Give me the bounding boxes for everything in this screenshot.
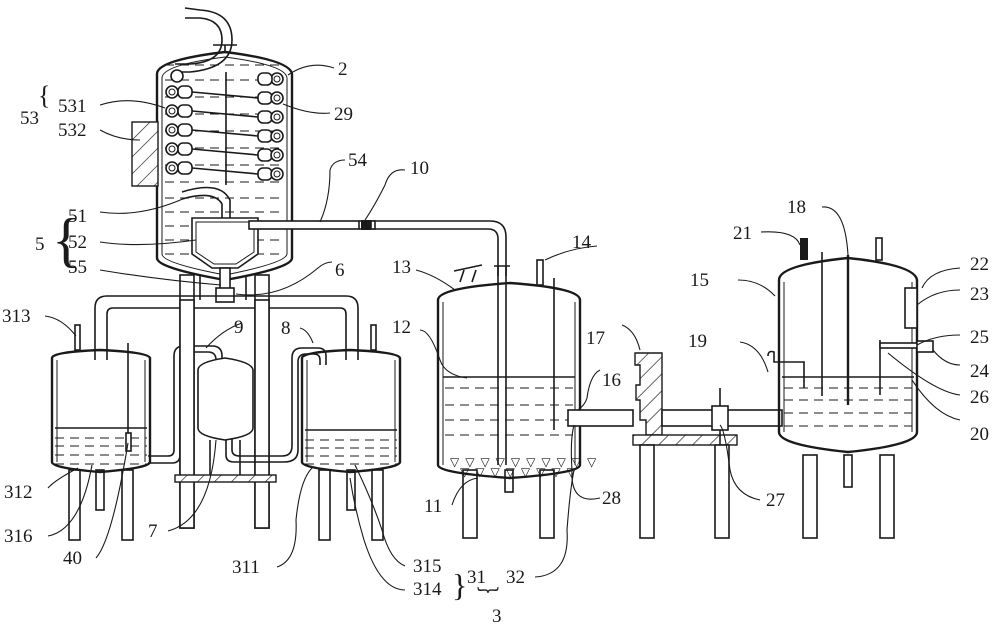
- label-31: 31: [467, 567, 486, 588]
- pump-tank: [175, 300, 326, 528]
- label-15: 15: [690, 270, 709, 291]
- receiving-tank-right: [302, 325, 400, 540]
- label-22: 22: [970, 254, 989, 275]
- label-16: 16: [602, 370, 621, 391]
- label-532: 532: [58, 120, 87, 141]
- distribution-manifold: [95, 296, 358, 360]
- condensing-coil: [166, 70, 283, 185]
- valve-10: [361, 220, 371, 230]
- label-21: 21: [733, 223, 752, 244]
- label-6: 6: [335, 260, 345, 281]
- condensing-tower: [132, 8, 359, 528]
- label-55: 55: [68, 257, 87, 278]
- label-2: 2: [338, 59, 348, 80]
- heater-block: [132, 122, 158, 186]
- label-531: 531: [58, 96, 87, 117]
- label-25: 25: [970, 327, 989, 348]
- svg-text:}: }: [452, 567, 467, 603]
- label-29: 29: [334, 104, 353, 125]
- label-316: 316: [4, 526, 33, 547]
- label-13: 13: [392, 257, 411, 278]
- label-9: 9: [234, 317, 244, 338]
- label-11: 11: [424, 496, 442, 517]
- label-314: 314: [413, 579, 442, 600]
- label-51: 51: [68, 206, 87, 227]
- label-17: 17: [586, 328, 605, 349]
- label-23: 23: [970, 284, 989, 305]
- filter-assembly: [633, 353, 782, 538]
- label-14: 14: [572, 232, 592, 253]
- label-28: 28: [602, 488, 621, 509]
- label-5: 5: [35, 234, 45, 255]
- label-3: 3: [492, 606, 502, 627]
- label-26: 26: [970, 387, 989, 408]
- label-53: 53: [20, 108, 39, 129]
- label-311: 311: [232, 557, 260, 578]
- label-8: 8: [281, 318, 291, 339]
- label-52: 52: [68, 232, 87, 253]
- label-27: 27: [766, 490, 785, 511]
- label-32: 32: [506, 567, 525, 588]
- label-24: 24: [970, 361, 990, 382]
- svg-text:▽▽▽▽▽▽▽▽: ▽▽▽▽▽▽▽▽: [460, 465, 582, 479]
- label-315: 315: [413, 556, 442, 577]
- label-20: 20: [970, 424, 989, 445]
- label-54: 54: [348, 150, 368, 171]
- label-7: 7: [148, 521, 158, 542]
- label-19: 19: [688, 331, 707, 352]
- svg-text:{: {: [38, 81, 50, 110]
- label-10: 10: [410, 158, 429, 179]
- label-18: 18: [787, 197, 806, 218]
- mixing-tank: [768, 238, 933, 538]
- label-12: 12: [392, 317, 411, 338]
- label-312: 312: [4, 482, 33, 503]
- label-40: 40: [63, 548, 82, 569]
- outlet-pipe-54: [249, 221, 359, 229]
- collector-hopper: [192, 218, 258, 268]
- label-313: 313: [2, 306, 31, 327]
- receiving-tank-left: [52, 325, 222, 540]
